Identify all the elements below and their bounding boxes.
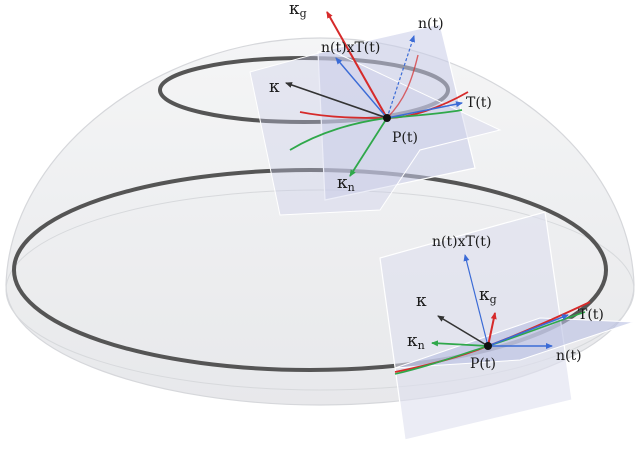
bottom-frame (379, 211, 635, 441)
top-point-label: P(t) (392, 130, 418, 146)
bottom-normal-label: n(t) (556, 348, 582, 364)
bottom-kappa-label: κ (416, 291, 427, 311)
bottom-kappa-g-label: κg (479, 285, 497, 306)
bottom-binormal-label: n(t)xT(t) (432, 234, 491, 250)
lower-curve (12, 168, 608, 372)
top-frame (249, 11, 502, 216)
bottom-tangent-label: T(t) (578, 307, 604, 323)
bottom-tangent-plane (394, 317, 635, 369)
top-kappa-n-label: κn (337, 173, 355, 194)
bottom-point-label: P(t) (470, 356, 496, 372)
top-tangent-plane (249, 49, 502, 216)
bottom-normal-plane (379, 211, 573, 441)
bottom-kappa-n-label: κn (407, 331, 425, 352)
top-normal-plane (317, 23, 476, 201)
top-tangent-label: T(t) (466, 95, 492, 111)
top-normal-label: n(t) (418, 16, 444, 32)
top-kappa-g-label: κg (289, 0, 307, 20)
top-binormal-label: n(t)xT(t) (321, 40, 380, 56)
top-kappa-label: κ (269, 77, 280, 97)
